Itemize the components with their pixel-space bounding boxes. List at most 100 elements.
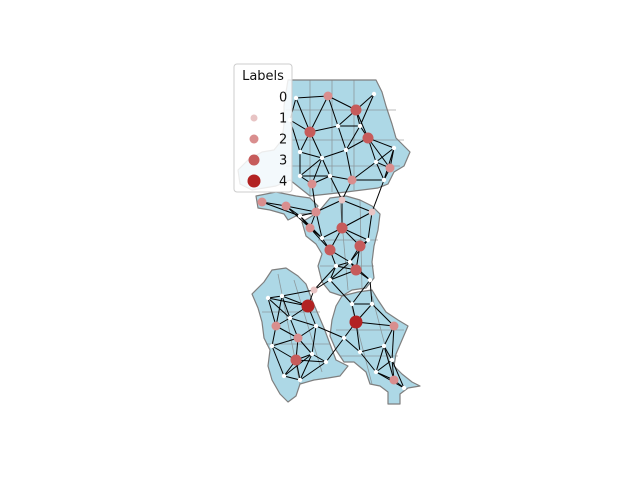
graph-edge [375, 345, 385, 373]
graph-node [341, 335, 347, 341]
graph-node [349, 301, 355, 307]
labeled-node-3 [304, 126, 316, 138]
graph-node [293, 95, 299, 101]
graph-edge [337, 125, 347, 151]
legend-marker-0 [252, 95, 256, 99]
labeled-node-3 [350, 264, 362, 276]
graph-edge [329, 261, 351, 281]
graph-edge [369, 279, 373, 305]
graph-node [357, 349, 363, 355]
graph-edge [315, 325, 345, 339]
graph-edge [345, 125, 361, 151]
graph-edge [341, 199, 373, 213]
graph-edge [311, 353, 327, 363]
graph-edge [271, 345, 285, 377]
labeled-node-2 [311, 207, 321, 217]
graph-edge [345, 149, 353, 181]
graph-node [371, 91, 377, 97]
legend-label-1: 1 [279, 112, 287, 127]
graph-edge [285, 205, 317, 213]
legend-label-0: 0 [279, 91, 287, 106]
labeled-node-2 [293, 333, 303, 343]
labeled-node-2 [347, 175, 357, 185]
graph-node [333, 263, 339, 269]
graph-edge [351, 161, 377, 181]
labeled-node-3 [290, 354, 302, 366]
graph-edge [375, 161, 385, 181]
graph-node [347, 259, 353, 265]
graph-edge [367, 137, 391, 169]
labeled-node-4 [349, 315, 363, 329]
graph-edge [371, 303, 395, 327]
graph-edge [289, 317, 317, 327]
graph-edge [299, 361, 327, 381]
graph-edge [311, 157, 323, 185]
graph-edge [359, 345, 385, 353]
graph-edge [391, 325, 395, 361]
labeled-node-2 [305, 223, 315, 233]
legend: Labels 0 1 2 3 4 [233, 63, 293, 193]
graph-node [335, 123, 341, 129]
graph-edge [267, 295, 283, 299]
graph-edge [391, 359, 405, 389]
labeled-node-3 [324, 244, 336, 256]
labeled-node-4 [301, 299, 315, 313]
graph-edge [383, 345, 393, 361]
graph-edge [285, 205, 311, 229]
graph-node [365, 237, 371, 243]
labeled-node-3 [350, 104, 362, 116]
labeled-node-2 [323, 91, 333, 101]
graph-edge [267, 297, 277, 327]
labeled-node-3 [336, 222, 348, 234]
graph-edge [327, 95, 339, 127]
graph-edge [341, 211, 373, 229]
graph-node [269, 343, 275, 349]
labeled-node-2 [257, 197, 267, 207]
graph-node [343, 147, 349, 153]
graph-node [389, 357, 395, 363]
graph-edge [299, 353, 313, 381]
legend-label-3: 3 [279, 154, 287, 169]
labeled-node-1 [310, 286, 318, 294]
legend-label-2: 2 [279, 133, 287, 148]
legend-title: Labels [242, 69, 284, 84]
graph-node [265, 295, 271, 301]
labeled-node-2 [281, 201, 291, 211]
graph-node [391, 145, 397, 151]
legend-label-4: 4 [279, 175, 287, 190]
graph-node [319, 235, 325, 241]
legend-marker-3 [248, 154, 260, 166]
graph-edge [281, 289, 315, 297]
labeled-node-2 [389, 321, 399, 331]
graph-node [327, 173, 333, 179]
graph-edge [295, 95, 329, 99]
graph-node [381, 343, 387, 349]
labeled-node-2 [307, 179, 317, 189]
graph-node [401, 385, 407, 391]
legend-items: 0 1 2 3 4 [247, 91, 287, 190]
graph-edge [313, 265, 337, 291]
graph-edge [283, 375, 301, 381]
graph-edge [367, 211, 373, 241]
graph-node [281, 373, 287, 379]
graph-edge [335, 261, 351, 267]
graph-node [327, 277, 333, 283]
labeled-node-2 [271, 321, 281, 331]
labeled-node-2 [385, 163, 395, 173]
graph-edge [359, 93, 375, 127]
graph-node [381, 177, 387, 183]
graph-edge [299, 151, 323, 159]
graph-edge [375, 147, 395, 163]
labeled-node-1 [338, 196, 346, 204]
graph-edge [321, 157, 331, 177]
graph-edge [309, 95, 329, 133]
graph-edge [329, 175, 343, 201]
graph-node [357, 123, 363, 129]
graph-edge [311, 325, 317, 355]
graph-node [297, 213, 303, 219]
graph-node [297, 377, 303, 383]
graph-edge [371, 179, 385, 213]
legend-marker-4 [247, 174, 261, 188]
graph-edge [325, 337, 345, 363]
